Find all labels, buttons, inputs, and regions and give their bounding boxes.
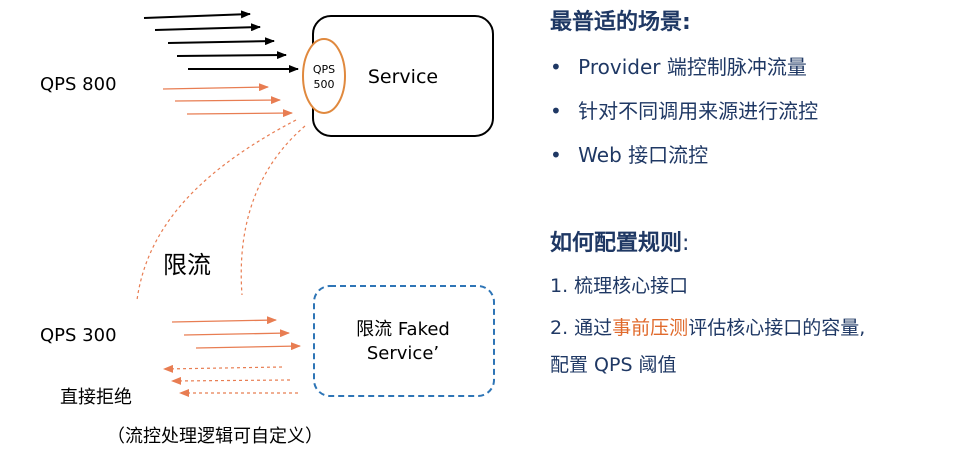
config-step-2-prefix: 2. 通过 (550, 317, 613, 339)
limited-traffic-arrows (171, 316, 301, 351)
qps-limit-ellipse (302, 38, 346, 114)
scenarios-title: 最普适的场景: (550, 10, 691, 35)
rate-limit-diagram: Service QPS 500 限流 Faked Service’ QPS 80… (40, 10, 495, 447)
bullet-text: 针对不同调用来源进行流控 (578, 99, 819, 123)
config-title-text: 如何配置规则 (550, 231, 683, 256)
config-step-2: 2. 通过事前压测评估核心接口的容量, (550, 313, 865, 340)
custom-logic-note: （流控处理逻辑可自定义） (107, 426, 323, 447)
config-step-2-highlight: 事前压测 (612, 317, 689, 339)
bullet-dot: • (550, 99, 562, 123)
bullet-item: • 针对不同调用来源进行流控 (550, 95, 818, 124)
passed-traffic-arrows (143, 10, 299, 73)
excess-traffic-arrows (162, 83, 293, 118)
config-step-2-line2: 配置 QPS 阈值 (550, 354, 677, 376)
faked-service-box (313, 285, 495, 397)
service-label: Service (368, 66, 438, 88)
qps-300-label: QPS 300 (40, 325, 117, 346)
faked-service-label-line1: 限流 Faked (356, 319, 450, 340)
faked-service-label-line2: Service’ (367, 343, 439, 364)
config-title-colon: : (682, 231, 690, 256)
qps-800-label: QPS 800 (40, 74, 117, 95)
config-step-1: 1. 梳理核心接口 (550, 275, 689, 297)
bullet-text: Provider 端控制脉冲流量 (578, 55, 807, 79)
rate-limit-label: 限流 (163, 251, 211, 279)
bullet-dot: • (550, 55, 562, 79)
rate-limit-flow-curves (136, 119, 306, 301)
config-title: 如何配置规则: (550, 225, 689, 257)
qps-limit-label-line2: 500 (314, 78, 335, 91)
rejected-traffic-arrows (163, 364, 298, 397)
bullet-text: Web 接口流控 (578, 143, 709, 167)
bullet-item: • Provider 端控制脉冲流量 (550, 51, 807, 80)
qps-limit-label-line1: QPS (313, 63, 335, 76)
bullet-dot: • (550, 143, 562, 167)
reject-label: 直接拒绝 (60, 387, 132, 408)
bullet-item: • Web 接口流控 (550, 139, 708, 168)
config-step-2-suffix: 评估核心接口的容量, (688, 317, 866, 339)
